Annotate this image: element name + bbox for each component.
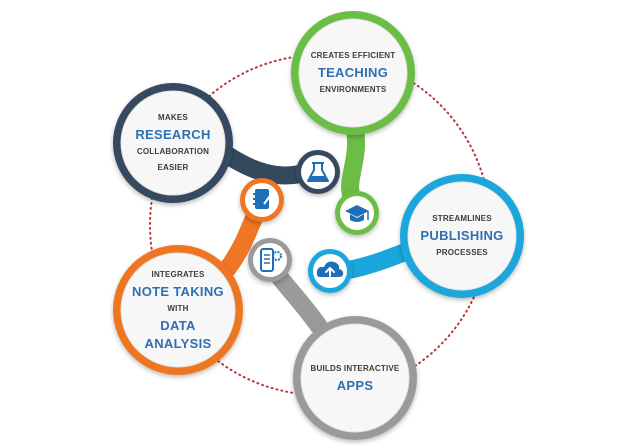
flask-icon — [307, 162, 329, 182]
label-apps: BUILDS INTERACTIVE APPS — [303, 326, 407, 430]
label-publishing: STREAMLINES PUBLISHING PROCESSES — [410, 184, 514, 288]
label-line: CREATES EFFICIENT — [310, 51, 396, 60]
disc-research — [120, 90, 226, 196]
label-line: BUILDS INTERACTIVE — [310, 364, 400, 373]
graduation-cap-icon — [345, 205, 369, 222]
label-line: MAKES — [158, 113, 188, 122]
label-teaching: CREATES EFFICIENT TEACHING ENVIRONMENTS — [301, 21, 405, 125]
label-line: EASIER — [157, 163, 189, 172]
label-line: APPS — [336, 378, 374, 393]
disc-teaching — [298, 18, 408, 128]
disc-note-taking — [120, 252, 236, 368]
label-line: INTEGRATES — [151, 270, 205, 279]
label-line: ANALYSIS — [144, 336, 212, 351]
label-research: MAKES RESEARCH COLLABORATION EASIER — [123, 93, 223, 193]
stem-teaching — [341, 121, 365, 207]
icon-disc-research — [301, 155, 335, 189]
disc-publishing — [407, 181, 517, 291]
label-line: ENVIRONMENTS — [319, 85, 387, 94]
label-line: PROCESSES — [436, 248, 488, 257]
notebook-icon — [253, 189, 271, 209]
petal-research — [113, 83, 340, 203]
petal-apps — [248, 238, 417, 440]
app-settings-icon — [260, 248, 282, 272]
label-line: WITH — [167, 304, 189, 313]
petal-publishing — [308, 174, 524, 298]
label-line: NOTE TAKING — [132, 284, 224, 299]
disc-apps — [300, 323, 410, 433]
label-line: PUBLISHING — [420, 228, 504, 243]
label-line: STREAMLINES — [432, 214, 492, 223]
stem-publishing — [339, 243, 414, 279]
cloud-upload-icon — [316, 261, 344, 277]
label-line: TEACHING — [317, 65, 389, 80]
petal-note-taking — [113, 178, 284, 375]
label-line: COLLABORATION — [136, 147, 210, 156]
petal-teaching — [291, 11, 415, 235]
label-note-taking: INTEGRATES NOTE TAKING WITH DATA ANALYSIS — [123, 255, 233, 365]
label-line: DATA — [160, 318, 196, 333]
label-line: RESEARCH — [135, 127, 211, 142]
